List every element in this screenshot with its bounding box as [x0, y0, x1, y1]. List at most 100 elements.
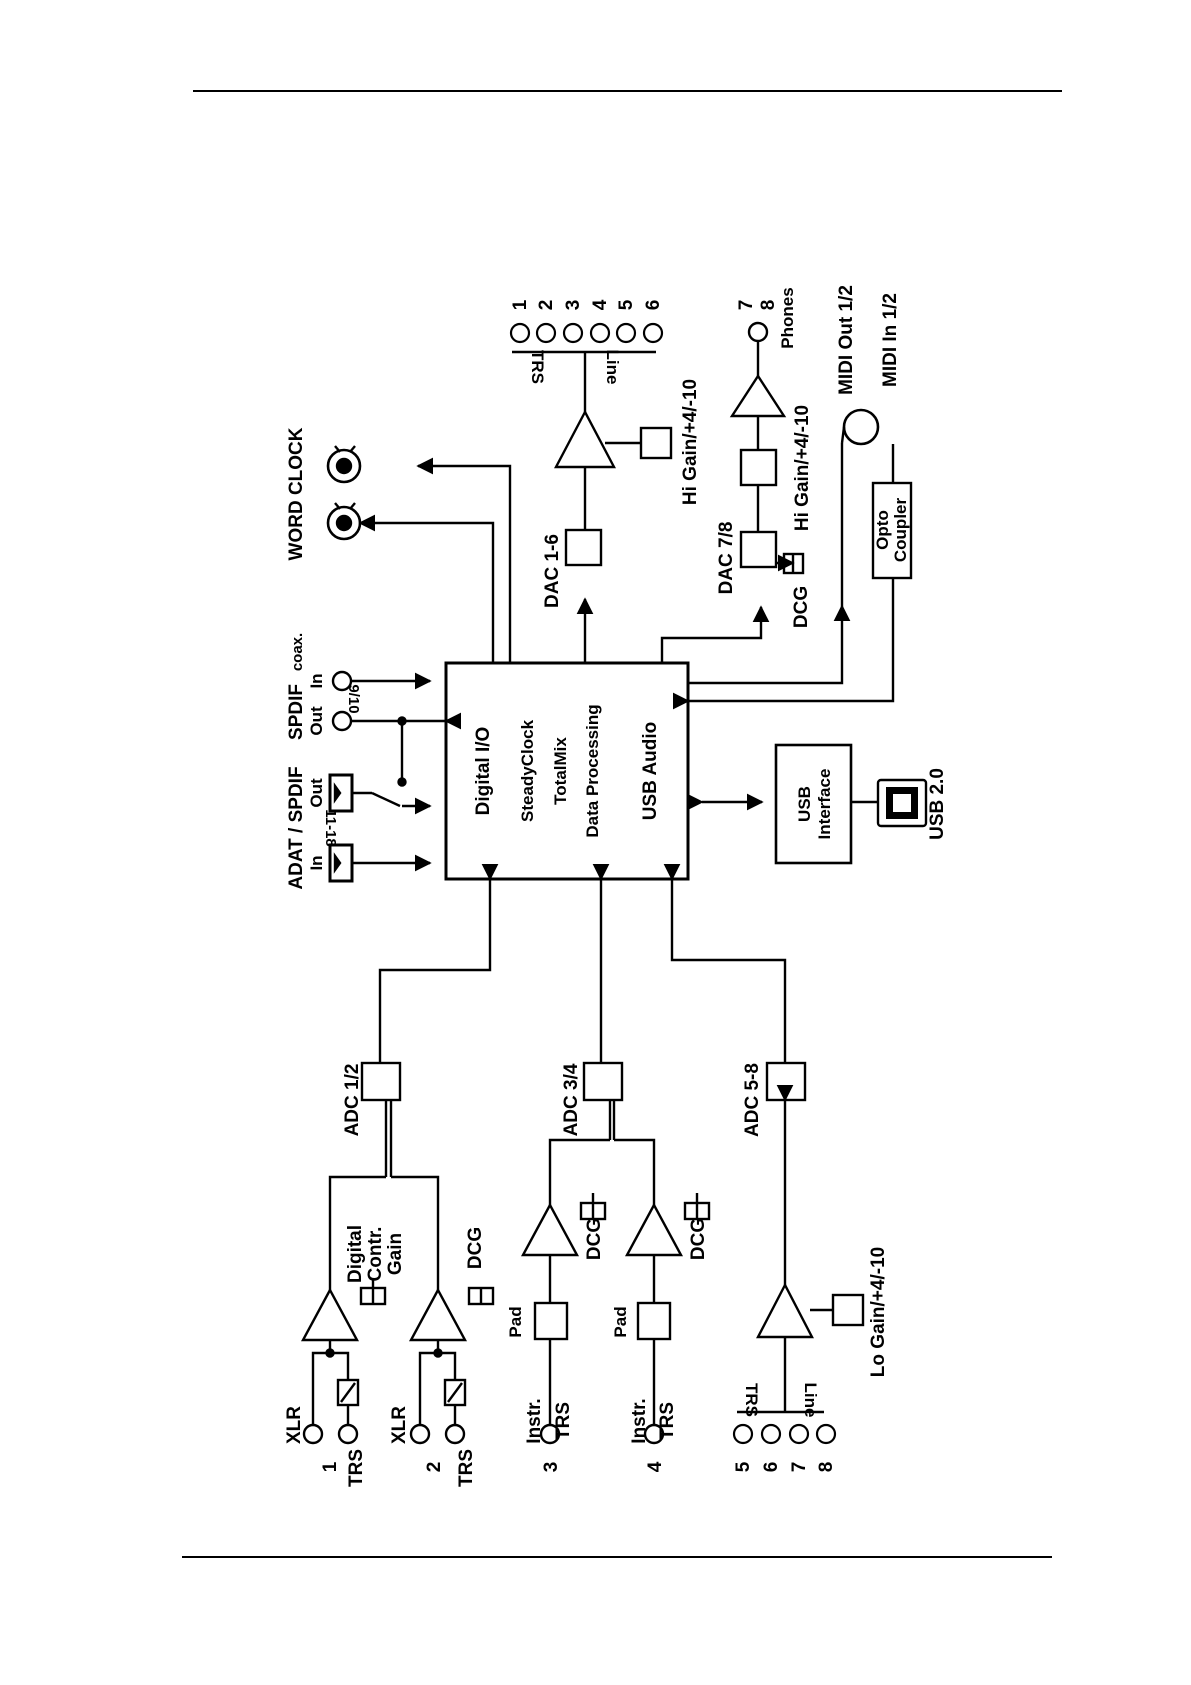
adc-1-2-dcg-label: DCG — [465, 1227, 486, 1269]
dac-ch-4: 4 — [590, 299, 611, 310]
ch2-xlr-jack — [409, 1423, 431, 1445]
adc-3-dcg-label: DCG — [584, 1218, 605, 1260]
ch4-trs-label: TRS — [657, 1402, 678, 1440]
adc-3-4-label: ADC 3/4 — [561, 1063, 582, 1136]
phones-jack — [747, 321, 769, 343]
adat-spdif-channels: 11-18 — [322, 809, 339, 847]
dac-ch-6: 6 — [643, 300, 664, 311]
adat-spdif-title: ADAT / SPDIF — [286, 766, 307, 889]
dac-ch-3: 3 — [563, 300, 584, 311]
adc-5-8-label: ADC 5-8 — [742, 1063, 763, 1137]
ch3-num: 3 — [541, 1462, 562, 1473]
mic-preamp-2 — [408, 1287, 468, 1342]
ch4-instr-label: Instr. — [629, 1398, 650, 1443]
adat-spdif-out-label: Out — [307, 778, 326, 808]
adc-ch-6: 6 — [761, 1462, 782, 1473]
dac-ch-1: 1 — [510, 299, 531, 310]
adat-spdif-in-label: In — [307, 855, 326, 870]
header-rule — [193, 90, 1062, 92]
spdif-coax-in-jack — [331, 670, 353, 692]
pad-label-4: Pad — [611, 1306, 630, 1337]
spdif-coax-out-label: Out — [307, 706, 326, 736]
word-clock-label: WORD CLOCK — [286, 427, 307, 560]
adc-5-8-line-label: Line — [801, 1383, 820, 1418]
adc-1-2-label: ADC 1/2 — [342, 1064, 363, 1137]
adc-5-8-jacks — [732, 1423, 837, 1445]
usb-interface-box — [774, 743, 853, 865]
wordclock-out-wire — [416, 457, 512, 663]
midi-in-label: MIDI In 1/2 — [880, 293, 901, 387]
word-clock-bnc-2 — [326, 502, 362, 541]
adc-4-dcg-label: DCG — [688, 1218, 709, 1260]
spdif-coax-in-label: In — [307, 673, 326, 688]
ch4-num: 4 — [645, 1461, 666, 1472]
ch2-xlr-label: XLR — [389, 1406, 410, 1444]
ch2-trs-label: TRS — [456, 1449, 477, 1487]
ch1-num: 1 — [320, 1461, 341, 1472]
dac-ch-5: 5 — [616, 299, 637, 310]
dac-ch-2: 2 — [536, 300, 557, 311]
ch3-instr-label: Instr. — [524, 1398, 545, 1443]
ch2-trs-jack — [444, 1423, 466, 1445]
ch3-trs-label: TRS — [553, 1402, 574, 1440]
pad-box-3 — [533, 1301, 569, 1341]
line-in-amp — [756, 1282, 814, 1339]
adc-1-2-box — [360, 1061, 402, 1102]
dac-1-6-trs-label: TRS — [528, 350, 547, 384]
phones-amp — [729, 373, 787, 418]
usb-interface-label-1: USB — [795, 786, 814, 822]
usb-port-label: USB 2.0 — [927, 768, 948, 840]
digital-gain-label-1: Digital — [345, 1225, 366, 1283]
phones-label: Phones — [778, 287, 797, 348]
adc-5-8-box — [765, 1061, 807, 1102]
dac-7-8-label: DAC 7/8 — [716, 522, 737, 595]
adc-5-8-gain-box — [831, 1293, 865, 1327]
pad-label-3: Pad — [506, 1306, 525, 1337]
dac-1-6-line-label: Line — [603, 350, 622, 385]
adc-3-4-box — [582, 1061, 624, 1102]
dac-1-6-box — [564, 528, 603, 567]
midi-out-label: MIDI Out 1/2 — [836, 285, 857, 395]
mic-preamp-1 — [300, 1287, 360, 1342]
adc-ch-8: 8 — [816, 1462, 837, 1473]
spdif-coax-out-jack — [331, 710, 353, 732]
dac-1-6-amp — [554, 409, 616, 469]
block-title: Digital I/O — [473, 727, 494, 816]
midi-din-icon — [842, 408, 880, 446]
ch1-xlr-label: XLR — [284, 1406, 305, 1444]
opto-label-2: Coupler — [891, 498, 910, 563]
opto-label-1: Opto — [873, 510, 892, 550]
pad-box-4 — [636, 1301, 672, 1341]
dac-1-6-gain-label: Hi Gain/+4/-10 — [680, 379, 701, 505]
dac-1-6-gain-box — [639, 426, 673, 460]
spdif-coax-suffix: coax. — [289, 633, 306, 671]
instr-preamp-3 — [520, 1202, 580, 1257]
block-usb-audio: USB Audio — [640, 722, 661, 821]
adc-ch-5: 5 — [733, 1461, 754, 1472]
dac-1-6-label: DAC 1-6 — [542, 534, 563, 608]
instr-preamp-4 — [624, 1202, 684, 1257]
ch1-trs-jack — [337, 1423, 359, 1445]
spdif-coax-channels: 9/10 — [345, 684, 362, 713]
dac-7-8-gain-box — [739, 448, 778, 487]
digital-gain-label-3: Gain — [385, 1233, 406, 1275]
footer-rule — [182, 1556, 1052, 1558]
adc-5-8-trs-label: TRS — [742, 1383, 761, 1417]
ch1-xlr-jack — [302, 1423, 324, 1445]
adc-5-8-gain-label: Lo Gain/+4/-10 — [868, 1247, 889, 1377]
ch3-instr-jack — [539, 1423, 561, 1445]
ch1-trs-label: TRS — [346, 1449, 367, 1487]
ch4-instr-jack — [643, 1423, 665, 1445]
wordclock-in-wire — [358, 514, 495, 663]
ch2-num: 2 — [424, 1462, 445, 1473]
block-line-3: Data Processing — [583, 704, 602, 837]
block-line-2: TotalMix — [551, 737, 570, 805]
phones-ch-7: 7 — [736, 300, 757, 311]
central-processor-block — [444, 661, 690, 881]
dac-7-8-dcg-label: DCG — [791, 586, 812, 628]
spdif-coax-title: SPDIF — [286, 684, 307, 740]
dac-7-8-box — [739, 530, 778, 569]
adc-ch-7: 7 — [789, 1462, 810, 1473]
block-line-1: SteadyClock — [518, 719, 537, 822]
